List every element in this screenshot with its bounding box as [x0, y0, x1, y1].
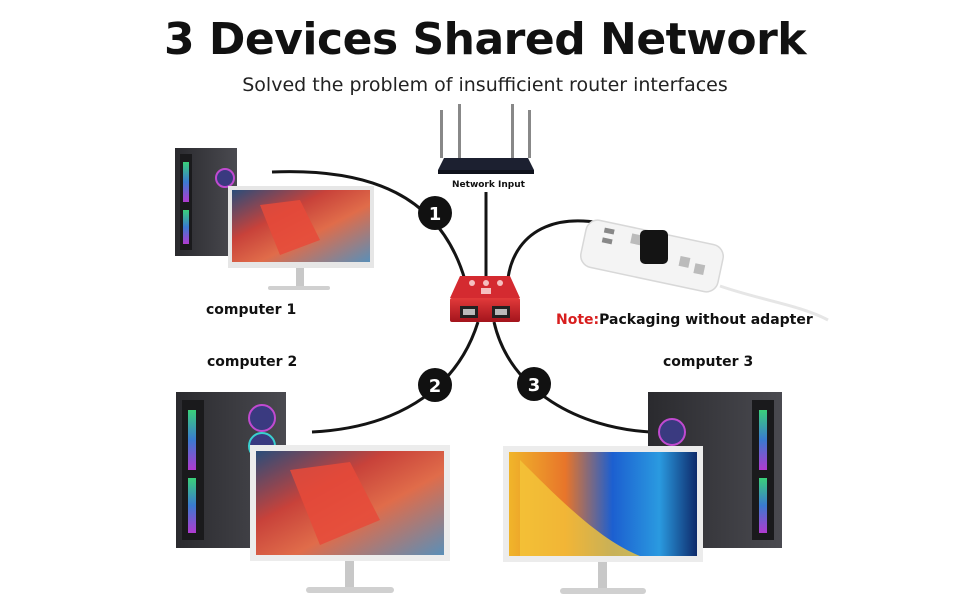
badge-1: 1 [418, 196, 452, 230]
router-label: Network Input [452, 180, 525, 190]
badge-2: 2 [418, 368, 452, 402]
note-body: Packaging without adapter [599, 312, 813, 328]
splitter-device-icon [450, 276, 520, 322]
badge-3-number: 3 [528, 375, 541, 396]
computer-2-icon [176, 392, 450, 593]
cable-computer-2 [311, 321, 480, 434]
page-title: 3 Devices Shared Network [163, 14, 807, 65]
note-prefix: Note: [556, 312, 600, 328]
computer-3-label: computer 3 [663, 354, 754, 370]
page-subtitle: Solved the problem of insufficient route… [242, 74, 728, 96]
cable-computer-3 [492, 321, 651, 434]
badge-2-number: 2 [429, 376, 442, 397]
computer-2-label: computer 2 [207, 354, 298, 370]
computer-3-icon [503, 392, 782, 594]
cables [271, 170, 651, 434]
power-strip-icon [580, 219, 829, 322]
badge-1-number: 1 [429, 204, 442, 225]
router-icon [438, 104, 534, 174]
cable-computer-1 [271, 170, 467, 281]
computer-1-icon [175, 148, 374, 290]
note-text: Note:Packaging without adapter [556, 312, 813, 328]
computer-1-label: computer 1 [206, 302, 297, 318]
badge-3: 3 [517, 367, 551, 401]
